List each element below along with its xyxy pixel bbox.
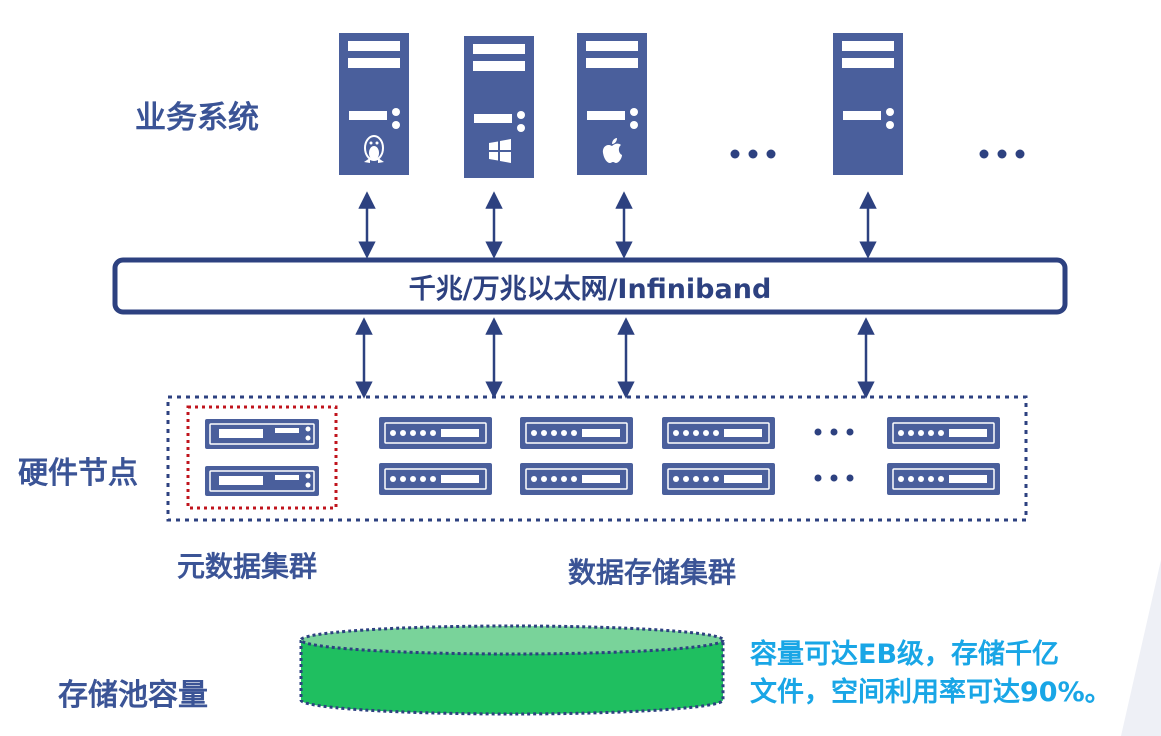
storage-rack (661, 462, 776, 496)
network-bar (112, 257, 1068, 315)
business-systems-label: 业务系统 (135, 100, 259, 136)
ellipsis-racks-1 (814, 428, 854, 436)
arrows-network-to-nodes (355, 317, 875, 399)
storage-rack (886, 462, 1001, 496)
windows-logo-icon (489, 139, 511, 163)
server-windows (464, 36, 534, 178)
apple-logo-icon (602, 138, 622, 163)
storage-rack (378, 462, 493, 496)
metadata-cluster-frame (186, 405, 338, 510)
server-generic (833, 33, 903, 175)
storage-rack (519, 462, 634, 496)
storage-rack (886, 416, 1001, 450)
network-label: 千兆/万兆以太网/Infiniband (408, 273, 772, 305)
ellipsis-servers-2 (979, 149, 1025, 159)
capacity-note-line1: 容量可达EB级，存储千亿 (750, 639, 1060, 670)
server-linux (339, 33, 409, 175)
ellipsis-servers-1 (730, 149, 776, 159)
storage-rack (519, 416, 634, 450)
ellipsis-racks-2 (814, 474, 854, 482)
hardware-nodes-label: 硬件节点 (18, 456, 138, 491)
corner-decoration (1121, 560, 1161, 736)
data-storage-cluster-label: 数据存储集群 (568, 556, 737, 589)
arrows-server-to-network (358, 191, 877, 259)
metadata-cluster-label: 元数据集群 (177, 550, 318, 583)
capacity-note: 容量可达EB级，存储千亿 文件，空间利用率可达90%。 (750, 636, 1150, 712)
storage-rack (661, 416, 776, 450)
metadata-server-2 (204, 465, 320, 497)
storage-pool-capacity-label: 存储池容量 (58, 678, 208, 713)
linux-penguin-icon (364, 135, 384, 163)
hardware-nodes-frame (166, 395, 1028, 522)
server-mac (577, 33, 647, 175)
capacity-note-line2: 文件，空间利用率可达90%。 (750, 677, 1112, 708)
metadata-server-1 (204, 418, 320, 450)
storage-rack (378, 416, 493, 450)
storage-pool-cylinder (299, 624, 725, 716)
